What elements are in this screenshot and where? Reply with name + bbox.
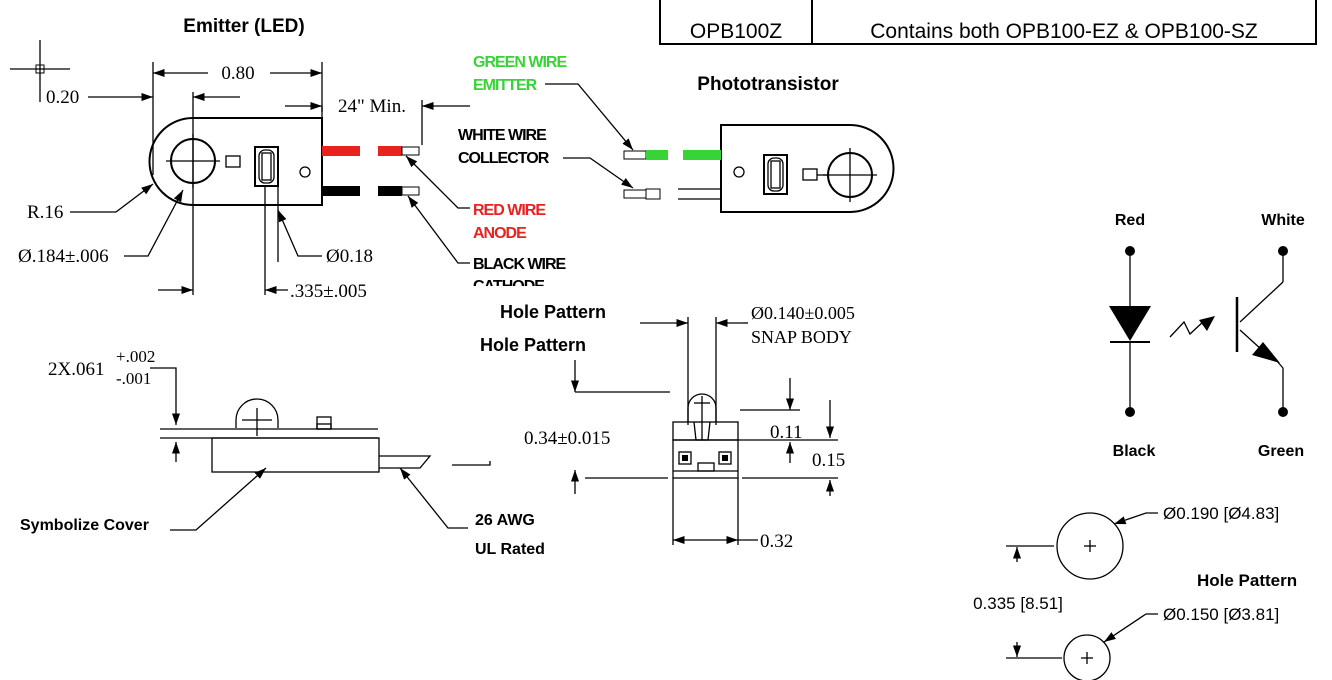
light-emission-icon bbox=[1169, 316, 1215, 338]
table-description: Contains both OPB100-EZ & OPB100-SZ bbox=[870, 20, 1258, 43]
hole-dia-bottom: Ø0.150 [Ø3.81] bbox=[1163, 605, 1279, 624]
schematic-green-label: Green bbox=[1258, 443, 1304, 460]
part-number-table: OPB100Z Contains both OPB100-EZ & OPB100… bbox=[659, 0, 1317, 45]
hole-pattern-label-2: Hole Pattern bbox=[480, 335, 586, 355]
snap-body-dim: Ø0.140±0.005 SNAP BODY bbox=[751, 303, 859, 347]
hole-pattern-title: Hole Pattern bbox=[1197, 571, 1297, 590]
dim-height: 0.34±0.015 bbox=[524, 428, 610, 449]
schematic: Red White Black Green bbox=[1109, 212, 1305, 460]
dim-width: 0.32 bbox=[760, 531, 793, 552]
dim-tol-plus: +.002 bbox=[116, 347, 155, 366]
hole-dia-top: Ø0.190 [Ø4.83] bbox=[1163, 504, 1279, 523]
schematic-white-label: White bbox=[1261, 212, 1305, 229]
dim-hole-diameter: Ø.184±.006 bbox=[18, 246, 109, 267]
hole-pattern-detail: Ø0.190 [Ø4.83] Hole Pattern Ø0.150 [Ø3.8… bbox=[973, 504, 1297, 680]
phototransistor-top-view: Phototransistor bbox=[623, 74, 895, 213]
schematic-black-label: Black bbox=[1113, 443, 1156, 460]
emitter-side-view: 2X.061 +.002 -.001 Symbolize Cover 26 AW… bbox=[20, 347, 545, 558]
wire-gauge-label: 26 AWG UL Rated bbox=[475, 512, 545, 558]
dim-radius: R.16 bbox=[27, 202, 63, 223]
dim-thickness: 2X.061 bbox=[48, 359, 104, 380]
phototransistor-title: Phototransistor bbox=[697, 74, 839, 95]
emitter-top-view: Emitter (LED) 0.80 0.20 bbox=[10, 16, 470, 302]
dim-tol-minus: -.001 bbox=[116, 369, 151, 388]
red-wire-label: RED WIRE ANODE bbox=[473, 202, 548, 242]
end-view: Hole Pattern Hole Pattern Ø0.140±0.005 S… bbox=[480, 302, 859, 552]
cover-label: Symbolize Cover bbox=[20, 517, 149, 534]
hole-pattern-label-1: Hole Pattern bbox=[500, 302, 606, 322]
hole-spacing: 0.335 [8.51] bbox=[973, 594, 1063, 613]
led-diode-icon bbox=[1109, 306, 1151, 341]
emitter-arrow-icon bbox=[1252, 342, 1280, 363]
emitter-title: Emitter (LED) bbox=[183, 16, 304, 37]
dim-emitter-offset: 0.20 bbox=[46, 87, 79, 108]
schematic-red-label: Red bbox=[1115, 212, 1145, 229]
dim-011: 0.11 bbox=[770, 422, 803, 443]
table-part-number: OPB100Z bbox=[690, 20, 782, 43]
wire-labels: GREEN WIRE EMITTER WHITE WIRE COLLECTOR … bbox=[405, 54, 634, 302]
dim-lens-position: .335±.005 bbox=[290, 281, 367, 302]
crosshair-icon bbox=[10, 40, 70, 102]
dim-015: 0.15 bbox=[812, 450, 845, 471]
dim-emitter-length: 0.80 bbox=[221, 63, 254, 84]
white-wire-label: WHITE WIRE COLLECTOR bbox=[458, 127, 550, 167]
green-wire-label: GREEN WIRE EMITTER bbox=[473, 54, 570, 94]
dim-lens-diameter: Ø0.18 bbox=[326, 246, 373, 267]
dim-wire-length: 24" Min. bbox=[338, 96, 406, 117]
